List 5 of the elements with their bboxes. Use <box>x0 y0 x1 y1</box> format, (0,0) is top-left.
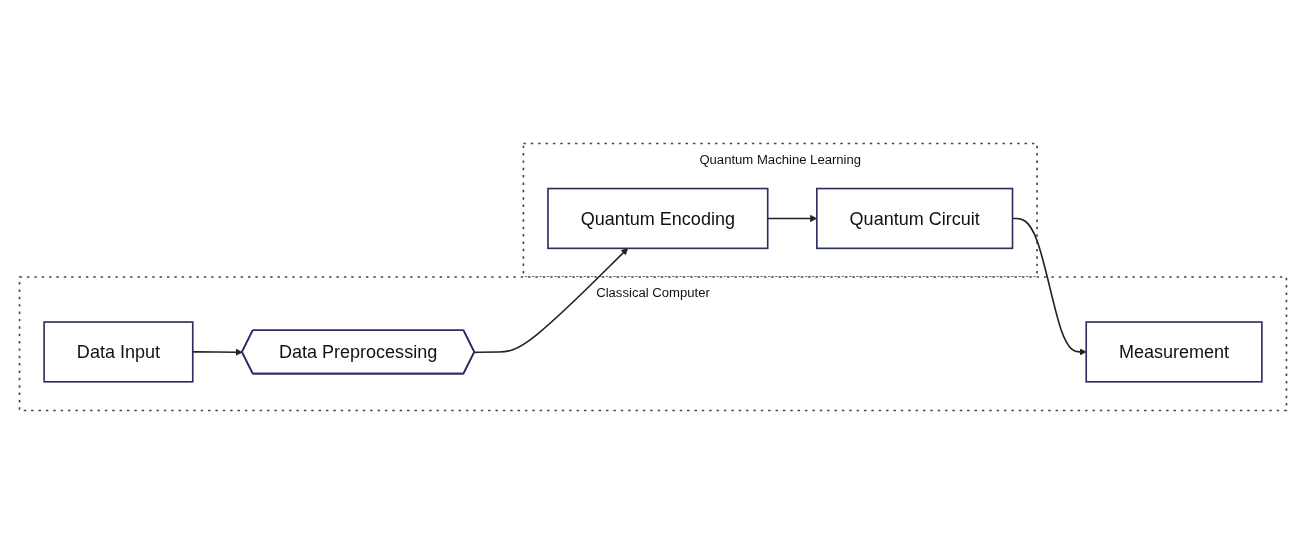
node-box: Data Input <box>43 321 194 383</box>
arrow <box>473 248 629 354</box>
node-box: Quantum Circuit <box>816 187 1014 250</box>
node-box: Quantum Encoding <box>547 187 769 250</box>
node-box: Measurement <box>1085 321 1263 383</box>
